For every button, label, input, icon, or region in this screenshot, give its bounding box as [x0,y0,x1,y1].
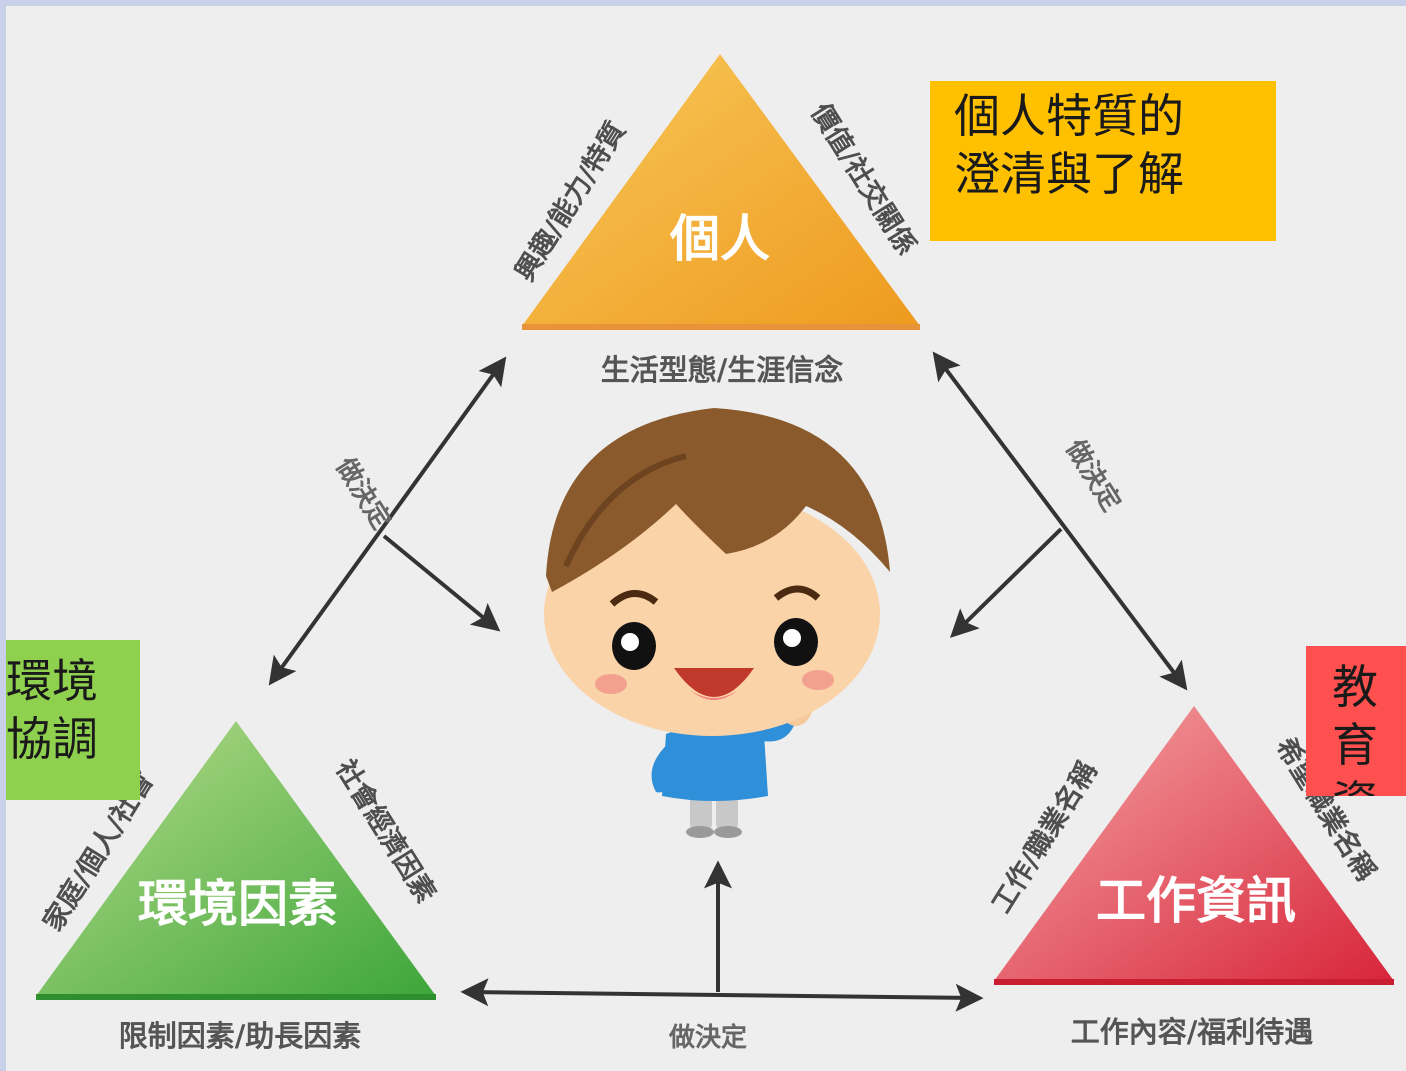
personal-bottom-label: 生活型態/生涯信念 [601,353,844,387]
work-triangle [994,706,1394,981]
decision-arrows [268,351,1188,1012]
callout-personal-traits: 個人特質的 澄清與了解 [930,81,1276,241]
right-branch-arrow [950,527,1063,638]
work-bottom-label: 工作內容/福利待遇 [1071,1015,1314,1049]
right-arrow-label: 做決定 [1059,433,1127,516]
environment-triangle [36,721,436,996]
left-double-arrow [268,356,507,686]
boy-illustration [544,408,890,838]
diagram-panel: 個人 生活型態/生涯信念 興趣/能力/特質 價值/社交關係 環境因素 限制因素/… [6,6,1406,1071]
callout-education: 教育 資料 [1306,646,1406,796]
personal-base-bar [522,324,920,330]
right-double-arrow [932,351,1188,691]
left-arrow-label: 做決定 [329,451,397,534]
work-base-bar [994,979,1394,985]
environment-base-bar [36,994,436,1000]
work-title: 工作資訊 [1096,872,1296,930]
bottom-arrow-label: 做決定 [668,1022,747,1053]
left-branch-arrow [382,534,501,632]
bottom-double-arrow [460,978,984,1012]
environment-title: 環境因素 [138,875,338,933]
personal-triangle [522,54,920,326]
personal-group: 個人 生活型態/生涯信念 興趣/能力/特質 價值/社交關係 [509,54,923,387]
personal-title: 個人 [669,210,770,268]
environment-bottom-label: 限制因素/助長因素 [119,1019,362,1053]
callout-environment: 環境 協調 [6,640,140,800]
